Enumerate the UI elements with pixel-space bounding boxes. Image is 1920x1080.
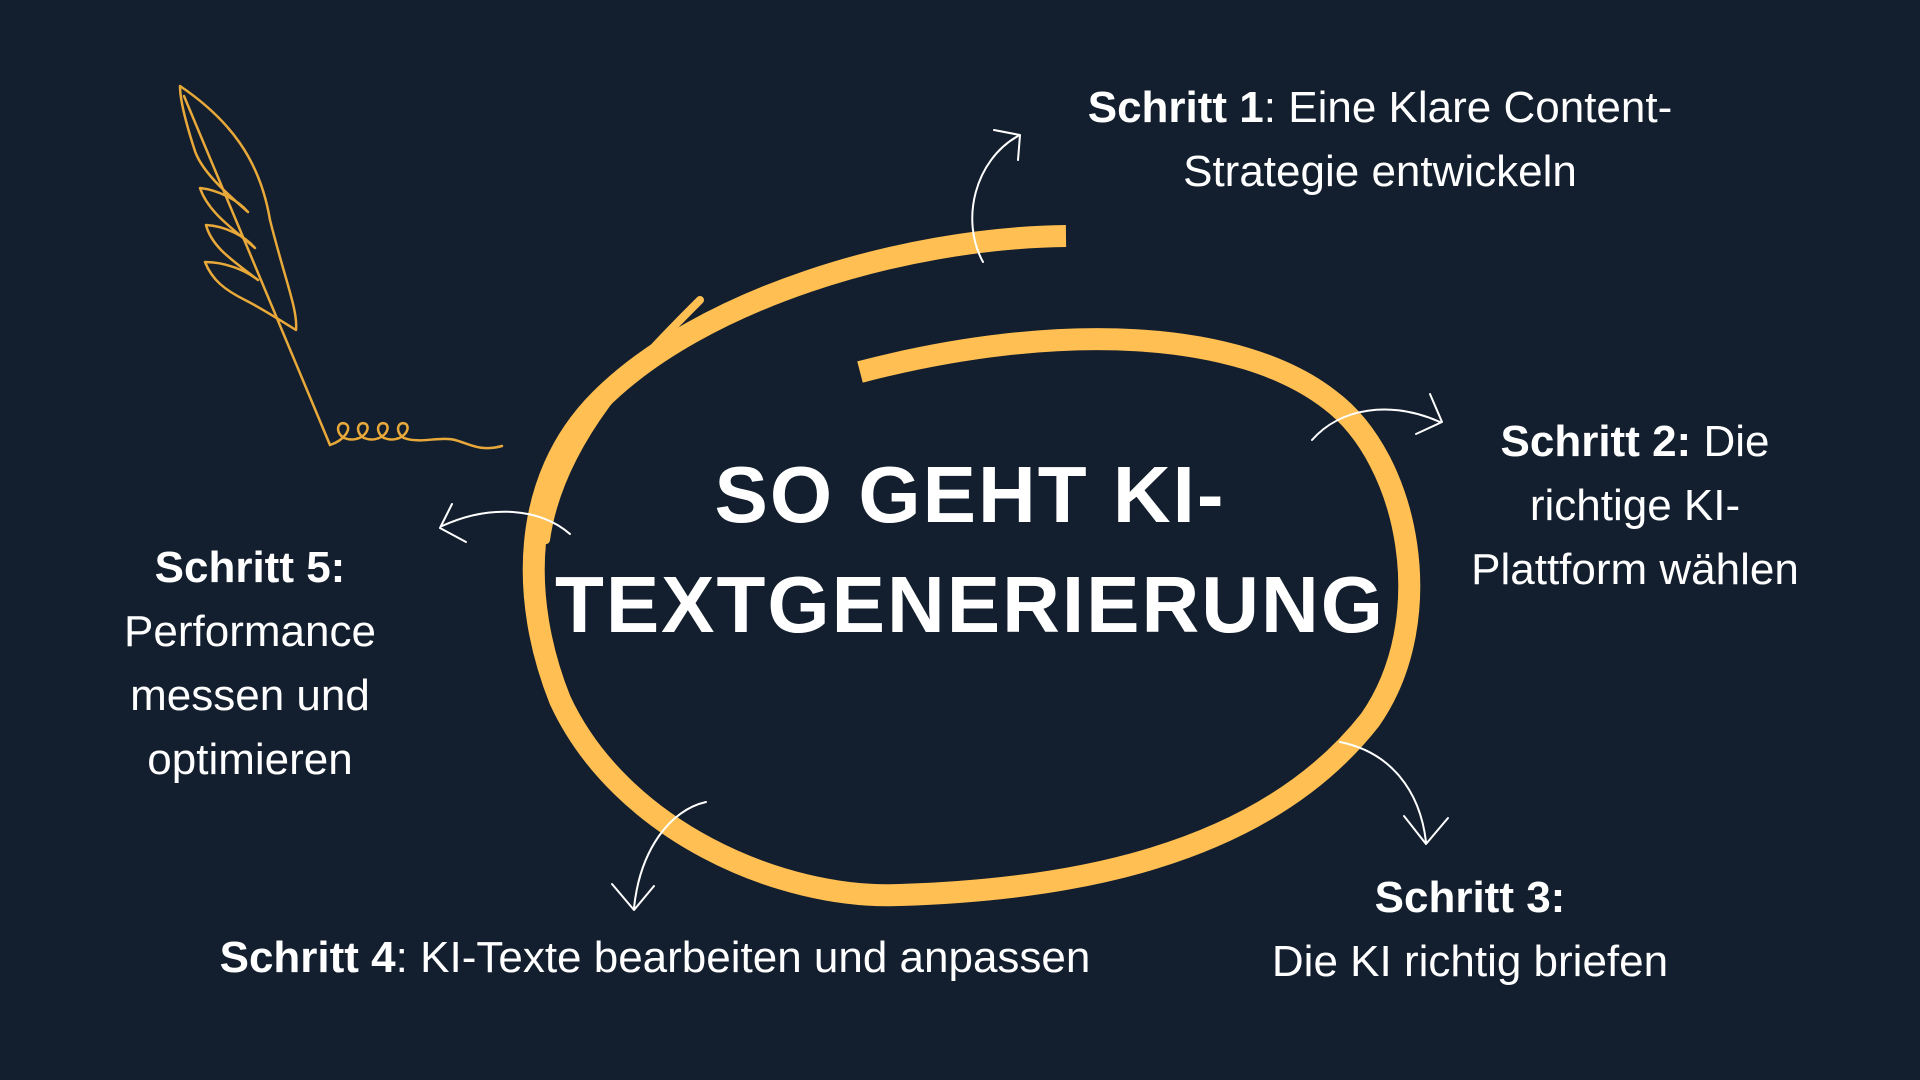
step-3-text: Die KI richtig briefen (1271, 937, 1669, 986)
step-1: Schritt 1: Eine Klare Content-Strategie … (1040, 76, 1720, 204)
quill-pen-icon (178, 84, 504, 450)
arrow-step4-icon (611, 801, 707, 911)
step-2: Schritt 2: Die richtige KI-Plattform wäh… (1470, 410, 1800, 602)
step-2-text: Die richtige KI-Plattform wählen (1471, 417, 1799, 594)
step-1-text: Eine Klare Content-Strategie entwickeln (1183, 83, 1673, 196)
step-2-label: Schritt 2: (1500, 417, 1692, 466)
diagram-title: SO GEHT KI- TEXTGENERIERUNG (520, 440, 1420, 660)
step-3-label: Schritt 3: (1374, 873, 1566, 922)
step-3: Schritt 3: Die KI richtig briefen (1220, 866, 1720, 994)
arrow-step5-icon (439, 503, 571, 543)
highlight-circle (522, 225, 1421, 907)
step-1-label: Schritt 1 (1087, 83, 1264, 132)
title-line-1: SO GEHT KI- (714, 450, 1226, 539)
step-5-text: Performance messen und optimieren (124, 607, 376, 784)
step-4-separator: : (395, 933, 408, 982)
step-5: Schritt 5: Performance messen und optimi… (80, 536, 420, 792)
arrow-step3-icon (1339, 741, 1449, 845)
step-4-text: KI-Texte bearbeiten und anpassen (420, 933, 1091, 982)
step-4: Schritt 4: KI-Texte bearbeiten und anpas… (130, 926, 1180, 990)
step-4-label: Schritt 4 (219, 933, 396, 982)
title-line-2: TEXTGENERIERUNG (554, 560, 1386, 649)
arrow-step1-icon (971, 129, 1021, 263)
arrow-step2-icon (1311, 393, 1443, 441)
step-1-separator: : (1263, 83, 1277, 132)
step-5-label: Schritt 5: (154, 543, 346, 592)
